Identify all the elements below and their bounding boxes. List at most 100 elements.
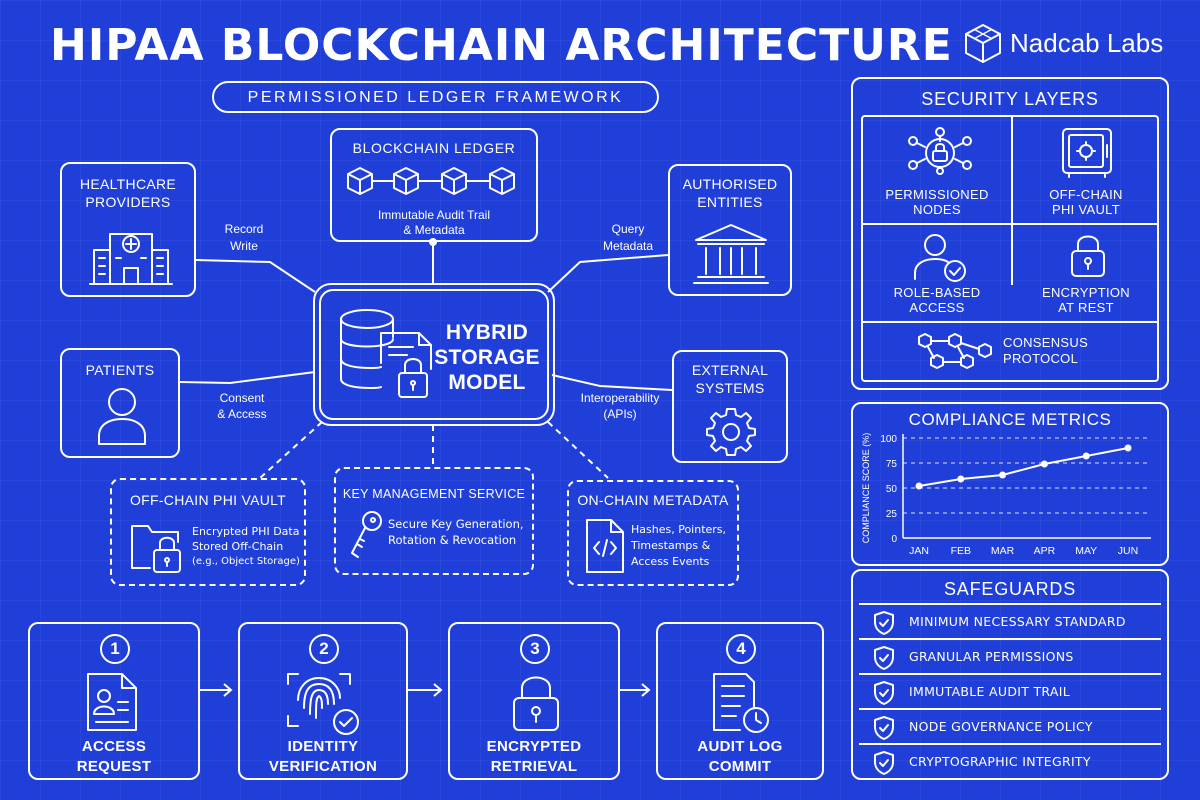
compliance-title: COMPLIANCE METRICS	[908, 410, 1112, 429]
security-cell-consensus-protocol: CONSENSUS PROTOCOL	[863, 323, 1159, 382]
folder-lock-icon	[131, 525, 181, 573]
government-building-icon	[693, 224, 769, 284]
vault-desc-1: Encrypted PHI Data	[192, 525, 300, 538]
safeguard-item: MINIMUM NECESSARY STANDARD	[859, 603, 1161, 638]
vault-connector	[259, 421, 323, 479]
cell-label-1: OFF-CHAIN	[1049, 187, 1123, 202]
safeguard-label: NODE GOVERNANCE POLICY	[909, 719, 1093, 734]
step-encrypted-retrieval: 3 ENCRYPTED RETRIEVAL	[448, 622, 620, 780]
onchain-metadata-box: ON-CHAIN METADATA Hashes, Pointers, Time…	[567, 480, 739, 586]
blockchain-ledger-box: BLOCKCHAIN LEDGER Immutable Audit Trail …	[330, 128, 538, 242]
shield-check-icon	[874, 751, 894, 775]
key-icon	[351, 511, 382, 558]
interop-label-2: (APIs)	[603, 407, 637, 421]
safeguard-item: GRANULAR PERMISSIONS	[859, 638, 1161, 673]
security-grid: PERMISSIONED NODES OFF-CHAIN PHI VAULT	[861, 115, 1159, 382]
kms-desc-1: Secure Key Generation,	[388, 517, 524, 531]
authorised-entities-box: AUTHORISED ENTITIES	[668, 164, 792, 296]
data-point	[915, 482, 923, 490]
data-point	[1082, 452, 1090, 460]
cell-label-1: ROLE-BASED	[893, 285, 981, 300]
security-cell-encryption-at-rest: ENCRYPTION AT REST	[1013, 225, 1159, 321]
patient-user-icon	[98, 388, 146, 445]
id-document-icon	[87, 673, 137, 731]
step-number: 1	[100, 634, 130, 664]
offchain-phi-vault-box: OFF-CHAIN PHI VAULT Encrypted PHI Data S…	[110, 478, 306, 586]
vault-title: OFF-CHAIN PHI VAULT	[129, 492, 287, 508]
vault-desc-3: (e.g., Object Storage)	[192, 556, 300, 567]
y-tick-label: 75	[886, 459, 898, 470]
page-subtitle: PERMISSIONED LEDGER FRAMEWORK	[247, 89, 624, 106]
kms-title: KEY MANAGEMENT SERVICE	[342, 487, 526, 501]
cell-label-2: AT REST	[1058, 300, 1114, 315]
x-tick-label: JAN	[909, 545, 929, 557]
hybrid-title-1: HYBRID	[445, 321, 529, 344]
safe-icon	[1062, 128, 1112, 178]
security-cell-permissioned-nodes: PERMISSIONED NODES	[863, 117, 1011, 223]
vault-desc-2: Stored Off-Chain	[192, 540, 284, 553]
record-write-label-2: Write	[230, 239, 258, 253]
cell-label-2: PHI VAULT	[1052, 202, 1120, 217]
hospital-icon	[89, 233, 173, 285]
consensus-network-icon	[918, 333, 992, 369]
external-title-2: SYSTEMS	[695, 380, 765, 396]
data-point	[1124, 444, 1132, 452]
hybrid-storage-outer	[313, 283, 555, 426]
safeguard-label: IMMUTABLE AUDIT TRAIL	[909, 684, 1070, 699]
step-label-2: VERIFICATION	[268, 758, 378, 775]
shield-check-icon	[874, 646, 894, 670]
consensus-label-2: PROTOCOL	[1003, 351, 1079, 366]
x-tick-label: MAR	[991, 545, 1015, 557]
entities-connector	[547, 254, 669, 293]
padlock-icon	[513, 676, 559, 731]
x-tick-label: JUN	[1118, 545, 1138, 557]
database-lock-icon	[340, 309, 432, 398]
code-file-icon	[586, 519, 624, 573]
y-tick-label: 25	[886, 509, 898, 520]
hybrid-title-3: MODEL	[448, 371, 526, 394]
query-metadata-label-2: Metadata	[602, 239, 654, 253]
x-tick-label: MAY	[1075, 545, 1097, 557]
external-connector	[551, 374, 673, 391]
step-arrows	[200, 683, 651, 697]
key-management-service-box: KEY MANAGEMENT SERVICE Secure Key Genera…	[334, 467, 534, 575]
providers-title-2: PROVIDERS	[85, 194, 171, 210]
ledger-desc-1: Immutable Audit Trail	[377, 208, 491, 222]
brand-name: Nadcab Labs	[1010, 28, 1164, 58]
ledger-title: BLOCKCHAIN LEDGER	[352, 140, 516, 156]
step-access-request: 1 ACCESS REQUEST	[28, 622, 200, 780]
healthcare-providers-box: HEALTHCARE PROVIDERS	[60, 162, 196, 297]
onchain-desc-1: Hashes, Pointers,	[631, 523, 727, 536]
safeguard-item: CRYPTOGRAPHIC INTEGRITY	[859, 743, 1161, 778]
cube-logo-icon	[965, 24, 1001, 63]
safeguard-label: GRANULAR PERMISSIONS	[909, 649, 1074, 664]
step-audit-log-commit: 4 AUDIT LOG COMMIT	[656, 622, 824, 780]
step-label-2: RETRIEVAL	[490, 758, 578, 775]
cell-label-2: NODES	[913, 202, 961, 217]
cell-label-2: ACCESS	[909, 300, 965, 315]
onchain-desc-3: Access Events	[631, 555, 710, 568]
y-tick-label: 50	[886, 484, 898, 495]
security-cell-role-based-access: ROLE-BASED ACCESS	[863, 225, 1011, 321]
gear-icon	[706, 408, 756, 456]
entities-title-1: AUTHORISED	[682, 176, 778, 192]
user-check-icon	[914, 234, 966, 282]
compliance-series-line	[918, 447, 1129, 487]
step-number: 3	[520, 634, 550, 664]
external-systems-box: EXTERNAL SYSTEMS	[672, 350, 788, 463]
patients-title: PATIENTS	[85, 362, 155, 378]
consent-label-1: Consent	[219, 391, 265, 405]
step-label-1: ACCESS	[81, 738, 147, 755]
security-title: SECURITY LAYERS	[921, 89, 1099, 109]
padlock-icon	[1071, 235, 1105, 277]
security-layers-panel: SECURITY LAYERS PERMISSIONED NODES	[851, 77, 1169, 390]
safeguard-label: MINIMUM NECESSARY STANDARD	[909, 614, 1126, 629]
shield-check-icon	[874, 681, 894, 705]
safeguard-label: CRYPTOGRAPHIC INTEGRITY	[909, 754, 1091, 769]
page-title: HIPAA BLOCKCHAIN ARCHITECTURE	[50, 20, 953, 71]
